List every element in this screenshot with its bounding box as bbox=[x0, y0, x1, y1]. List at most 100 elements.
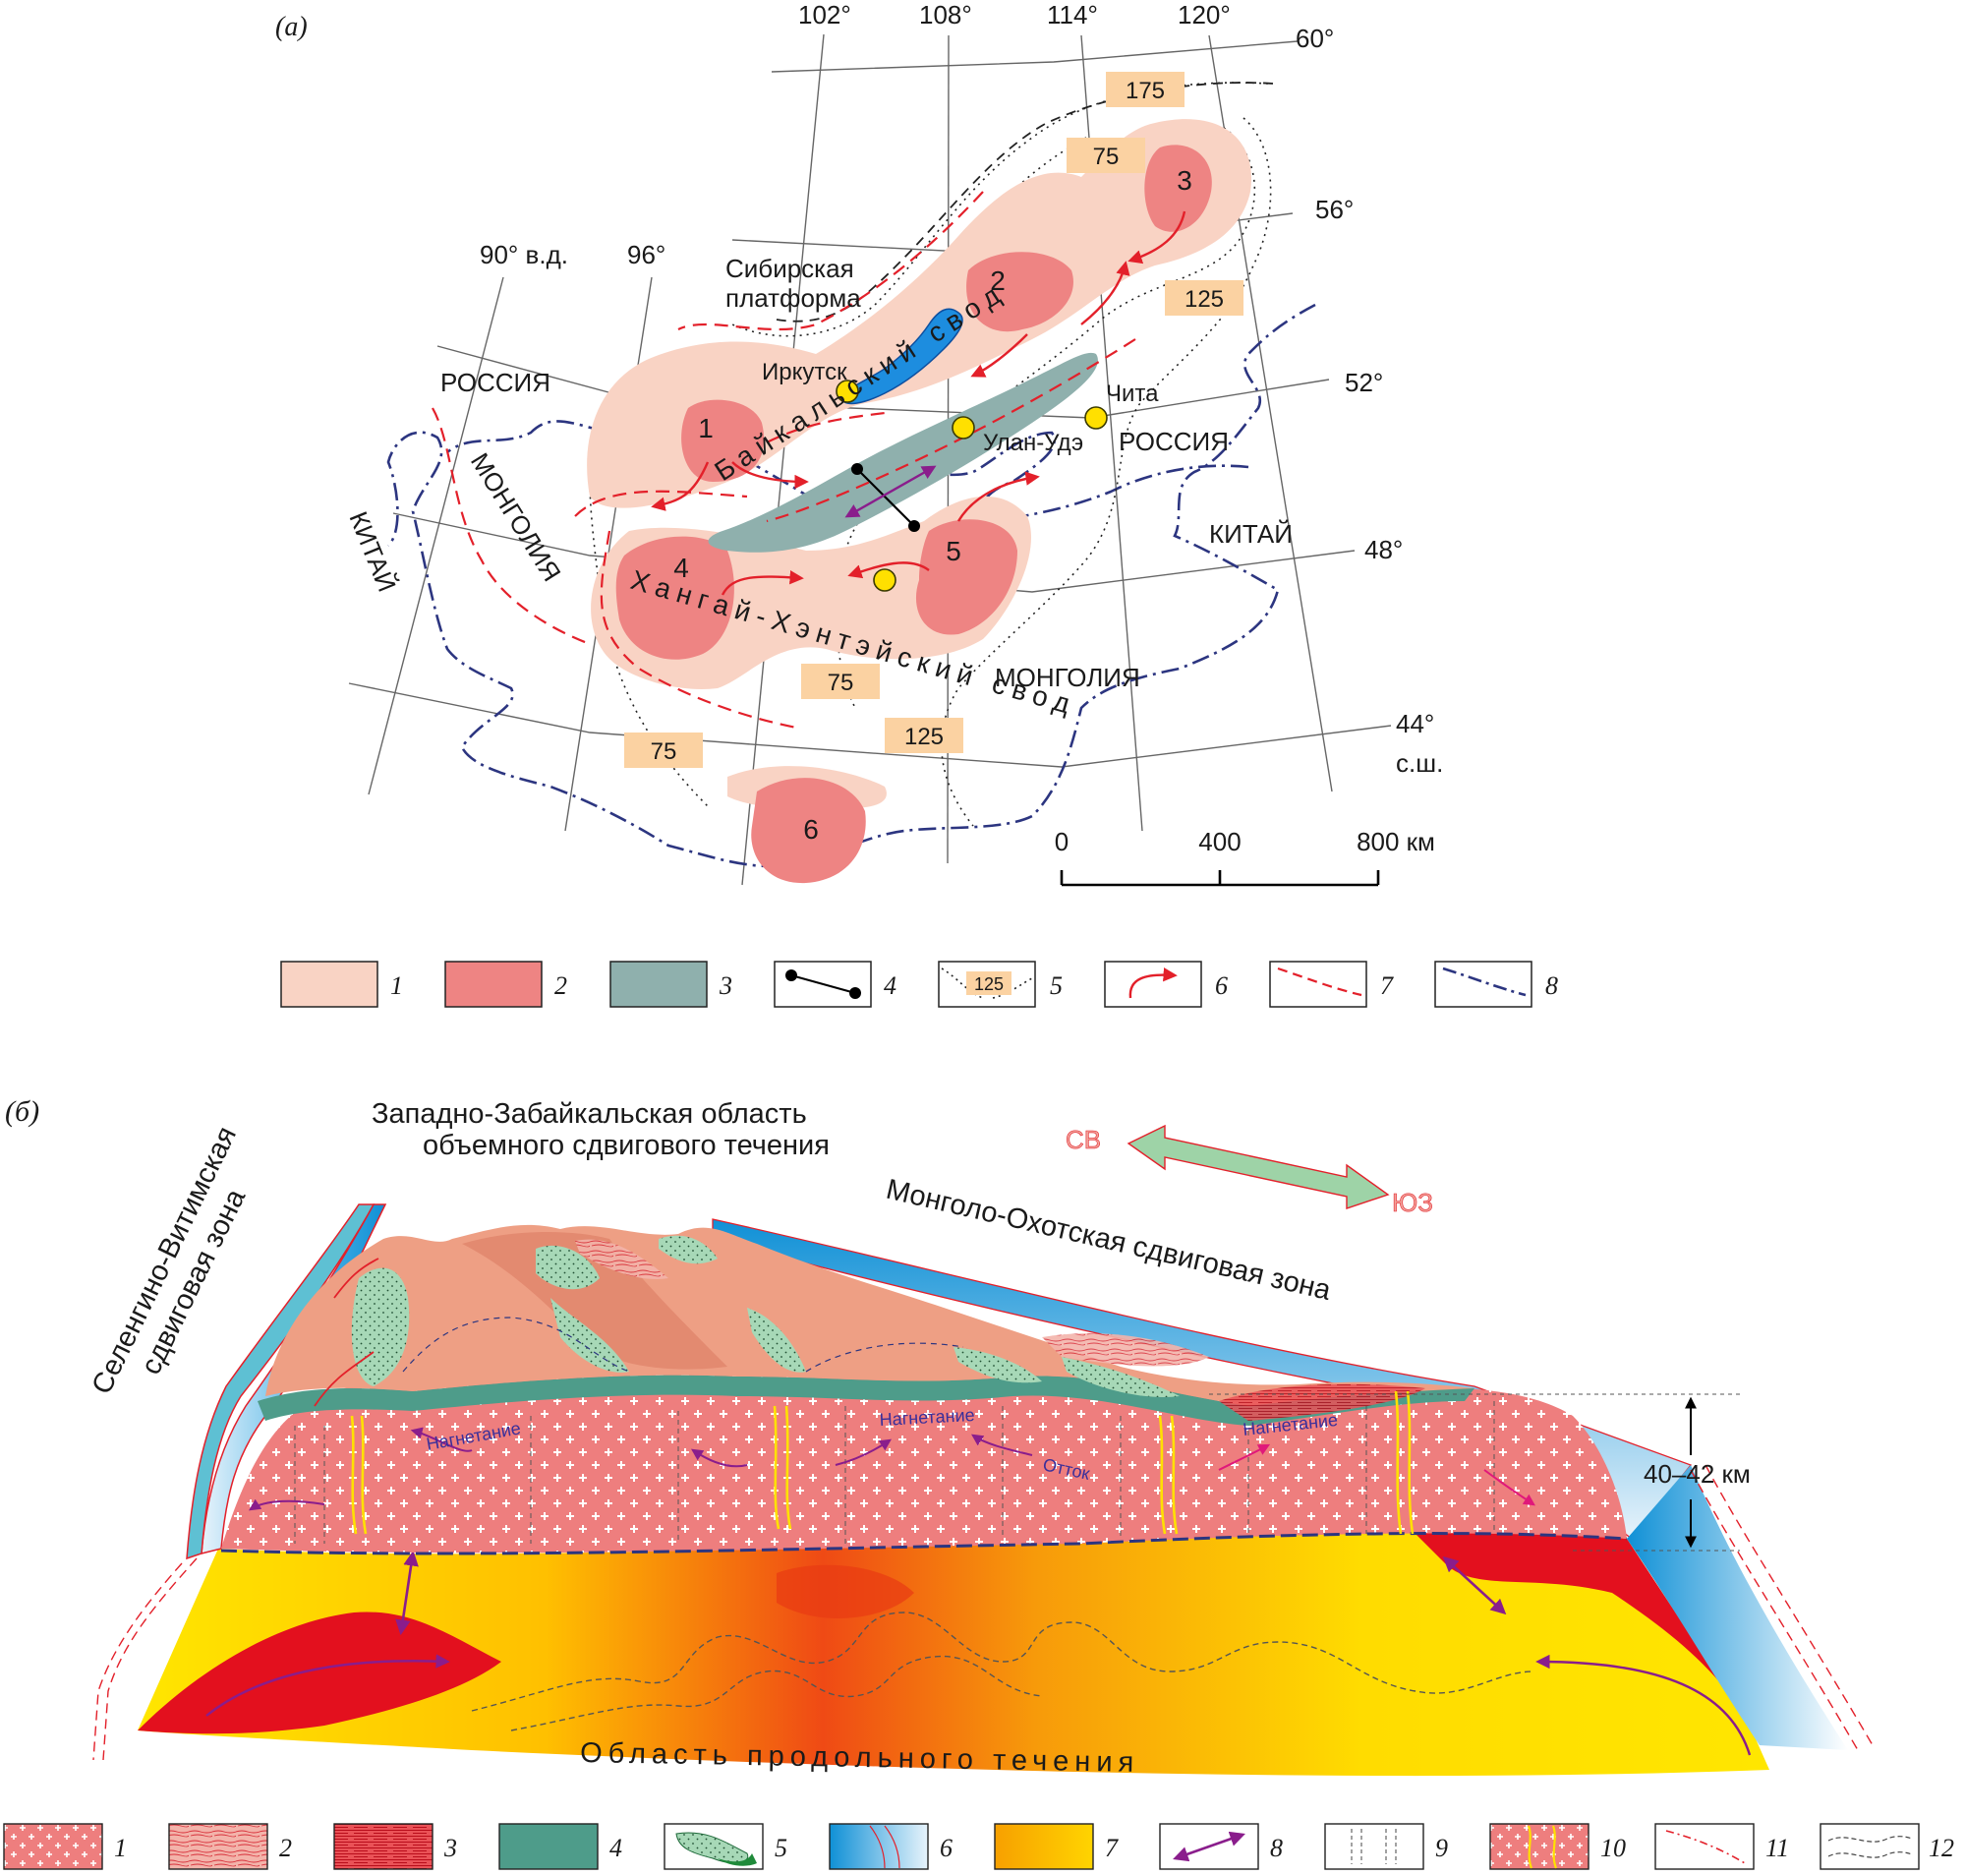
lon-label-96: 96° bbox=[627, 240, 665, 269]
legend-a-item-6: 6 bbox=[1104, 961, 1228, 1008]
core-3 bbox=[1144, 145, 1212, 232]
svg-text:7: 7 bbox=[1105, 1834, 1119, 1862]
legend-a-item-4: 4 bbox=[774, 961, 896, 1008]
svg-text:4: 4 bbox=[609, 1834, 622, 1862]
label-mongolia-west: МОНГОЛИЯ bbox=[465, 447, 567, 586]
lon-label-114: 114° bbox=[1047, 0, 1098, 29]
arrow-2a bbox=[970, 333, 1028, 378]
arrow-5a bbox=[847, 561, 930, 579]
core-6 bbox=[751, 778, 866, 884]
rift-faults bbox=[432, 191, 1136, 730]
core-2 bbox=[966, 252, 1073, 332]
svg-text:5: 5 bbox=[775, 1834, 787, 1862]
dotted-band-5 bbox=[747, 1308, 806, 1373]
svg-text:12: 12 bbox=[1929, 1834, 1954, 1862]
legend-b-item-8: 8 bbox=[1159, 1823, 1283, 1870]
streak-zone-2 bbox=[575, 1239, 668, 1279]
legend-b-item-1: 1 bbox=[3, 1823, 127, 1870]
city-labels: Иркутск Улан-Удэ Чита bbox=[762, 359, 1159, 456]
extension-arrow bbox=[844, 465, 937, 518]
label-irkutsk: Иркутск bbox=[762, 359, 847, 385]
legend-a-item-8: 8 bbox=[1434, 961, 1558, 1008]
zone-number-2: 2 bbox=[990, 265, 1006, 296]
zone-number-5: 5 bbox=[946, 536, 961, 566]
right-shear-zone-lower bbox=[1627, 1465, 1848, 1750]
title-line-1: Западно-Забайкальская область bbox=[372, 1098, 807, 1130]
fault-5 bbox=[574, 490, 748, 517]
core-5 bbox=[915, 519, 1017, 635]
legend-a: 1 2 3 4 125 5 bbox=[280, 961, 1558, 1008]
lon-label-90: 90° в.д. bbox=[480, 240, 568, 269]
svg-text:9: 9 bbox=[1435, 1834, 1448, 1862]
dikes bbox=[350, 1390, 1415, 1535]
svg-text:6: 6 bbox=[1215, 971, 1228, 1000]
label-chita: Чита bbox=[1106, 381, 1159, 407]
fault-3 bbox=[600, 530, 797, 730]
svg-text:1: 1 bbox=[390, 971, 403, 1000]
label-russia-west: РОССИЯ bbox=[440, 368, 550, 397]
contour-value-boxes bbox=[624, 72, 1243, 768]
fault-4 bbox=[432, 407, 591, 646]
dotted-bands bbox=[351, 1235, 1180, 1397]
lat-label-60: 60° bbox=[1296, 24, 1334, 53]
contour-value-labels: 175 75 125 75 125 75 bbox=[651, 78, 1224, 765]
lat-label-56: 56° bbox=[1315, 195, 1354, 224]
svg-text:11: 11 bbox=[1765, 1834, 1789, 1862]
svg-text:10: 10 bbox=[1600, 1834, 1626, 1862]
upper-crust-relief bbox=[265, 1224, 1474, 1406]
svg-text:1: 1 bbox=[114, 1834, 127, 1862]
svg-text:4: 4 bbox=[884, 971, 896, 1000]
legend-a-item-2: 2 bbox=[444, 961, 567, 1008]
scale-bar: 0 400 800 км bbox=[1055, 827, 1435, 887]
legend-a-item-5: 125 5 bbox=[938, 961, 1063, 1008]
hot-mantle-left bbox=[138, 1612, 501, 1734]
contour-label-125-b: 125 bbox=[904, 724, 944, 750]
lon-line-102 bbox=[741, 33, 825, 886]
legend-b-item-12: 12 bbox=[1820, 1823, 1954, 1870]
upper-crust-shading bbox=[462, 1232, 727, 1370]
injection-arrows-magenta bbox=[1218, 1443, 1535, 1506]
thickness-label: 40–42 км bbox=[1644, 1459, 1751, 1489]
direction-sw: ЮЗ bbox=[1392, 1188, 1433, 1217]
panel-a-map: (а) bbox=[275, 0, 1558, 1008]
city-ulan-ude bbox=[952, 416, 975, 440]
vertical-arrow-left bbox=[395, 1550, 419, 1636]
flow-arrows bbox=[651, 210, 1186, 596]
uplift-cores bbox=[615, 145, 1212, 884]
contour-75 bbox=[836, 127, 1256, 709]
streak-zone bbox=[1042, 1333, 1209, 1367]
place-names: Сибирская платформа РОССИЯ РОССИЯ МОНГОЛ… bbox=[343, 254, 1292, 692]
lon-label-108: 108° bbox=[919, 0, 972, 29]
mantle-arrow-left bbox=[205, 1654, 450, 1717]
svg-text:2: 2 bbox=[554, 971, 567, 1000]
zone-number-3: 3 bbox=[1177, 165, 1192, 196]
lat-line-44 bbox=[348, 682, 1392, 768]
coordinate-labels: 102° 108° 114° 120° 90° в.д. 96° 60° 56°… bbox=[480, 0, 1443, 778]
svg-text:8: 8 bbox=[1545, 971, 1558, 1000]
crust-dashed-lines bbox=[402, 1317, 964, 1373]
arrow-2b bbox=[1080, 261, 1130, 325]
contour-label-75-b: 75 bbox=[828, 670, 854, 696]
city-markers bbox=[836, 380, 1108, 592]
contour-label-125: 125 bbox=[1185, 286, 1224, 313]
direction-ne: СВ bbox=[1066, 1125, 1101, 1154]
legend-b-item-7: 7 bbox=[994, 1823, 1119, 1870]
mantle-streamlines-2 bbox=[510, 1655, 1043, 1731]
city-irkutsk bbox=[836, 380, 859, 403]
scale-label-400: 400 bbox=[1198, 827, 1241, 856]
legend-a-item-7: 7 bbox=[1269, 961, 1394, 1008]
svg-text:5: 5 bbox=[1050, 971, 1063, 1000]
legend-b-item-11: 11 bbox=[1654, 1823, 1789, 1870]
siberian-platform-line1: Сибирская bbox=[725, 254, 854, 283]
contour-label-175: 175 bbox=[1126, 78, 1165, 104]
dotted-band-6 bbox=[954, 1347, 1042, 1383]
lat-label-52: 52° bbox=[1345, 368, 1383, 397]
scale-label-800: 800 км bbox=[1357, 827, 1435, 856]
dotted-band-7 bbox=[1062, 1357, 1180, 1397]
left-block-faults bbox=[314, 1258, 379, 1407]
hot-spot-center bbox=[777, 1564, 914, 1619]
svg-text:2: 2 bbox=[279, 1834, 292, 1862]
legend-a-5-value: 125 bbox=[974, 974, 1004, 994]
zone-numbers: 1 2 3 4 5 6 bbox=[673, 165, 1192, 845]
vertical-arrow-right bbox=[1442, 1555, 1507, 1615]
